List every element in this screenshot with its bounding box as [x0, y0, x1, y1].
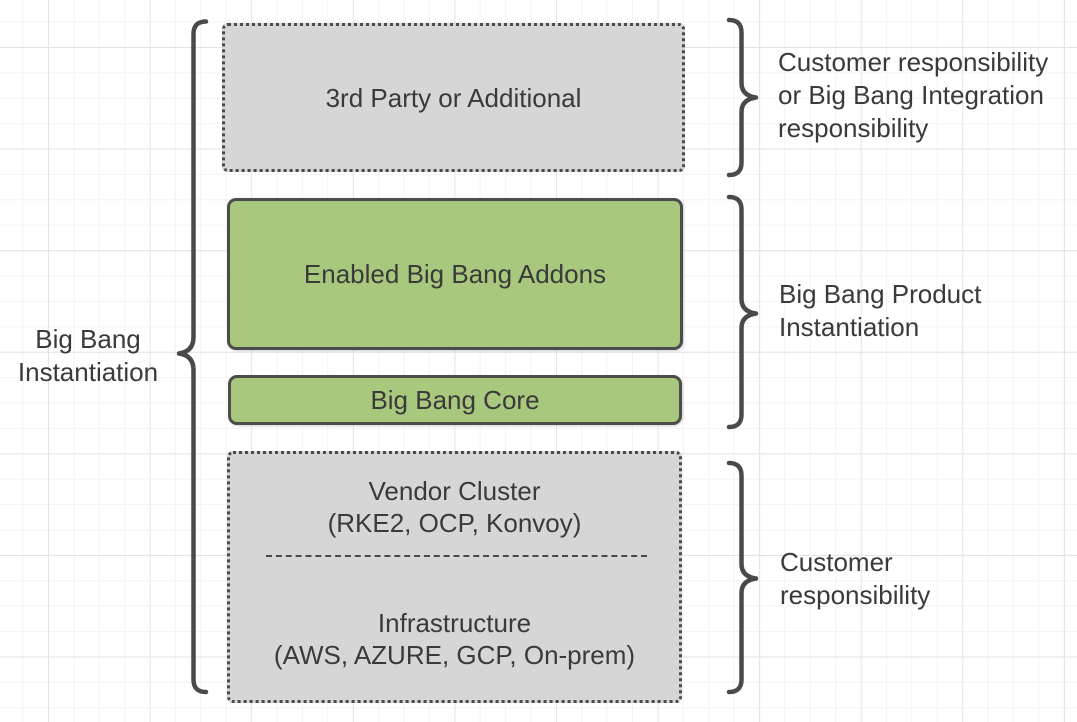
- box-enabled-addons: Enabled Big Bang Addons: [227, 198, 683, 350]
- infrastructure-line: Infrastructure: [377, 608, 532, 638]
- right-label-middle-line: Big Bang Product: [779, 279, 982, 309]
- cluster-infra-divider: [266, 555, 647, 557]
- left-group-label: Big Bang Instantiation: [8, 323, 168, 389]
- right-label-product-instantiation: Big Bang Product Instantiation: [779, 278, 981, 344]
- right-label-top-line: or Big Bang Integration: [778, 80, 1044, 110]
- vendor-cluster-line: Vendor Cluster: [368, 476, 541, 506]
- right-label-customer-or-integration: Customer responsibility or Big Bang Inte…: [778, 46, 1048, 145]
- left-group-label-line: Big Bang: [35, 324, 141, 354]
- right-label-bottom-line: responsibility: [780, 580, 931, 610]
- right-label-middle-line: Instantiation: [779, 312, 920, 342]
- infrastructure-label: Infrastructure (AWS, AZURE, GCP, On-prem…: [230, 607, 679, 671]
- box-third-party-label: 3rd Party or Additional: [325, 82, 582, 113]
- vendor-cluster-label: Vendor Cluster (RKE2, OCP, Konvoy): [230, 475, 679, 539]
- infrastructure-line: (AWS, AZURE, GCP, On-prem): [273, 640, 636, 670]
- box-big-bang-core: Big Bang Core: [228, 375, 682, 425]
- right-label-bottom-line: Customer: [780, 547, 893, 577]
- right-label-top-line: Customer responsibility: [778, 47, 1049, 77]
- right-brace-bottom: [726, 460, 759, 695]
- right-label-customer-responsibility: Customer responsibility: [780, 546, 930, 612]
- box-enabled-addons-label: Enabled Big Bang Addons: [303, 259, 607, 289]
- right-brace-middle: [726, 194, 759, 430]
- box-third-party: 3rd Party or Additional: [222, 23, 685, 172]
- right-label-top-line: responsibility: [778, 113, 929, 143]
- left-group-label-line: Instantiation: [17, 357, 159, 387]
- right-brace-top: [726, 17, 759, 178]
- left-brace: [176, 19, 209, 695]
- box-big-bang-core-label: Big Bang Core: [370, 385, 540, 415]
- vendor-cluster-line: (RKE2, OCP, Konvoy): [327, 508, 582, 538]
- box-cluster-infrastructure: Vendor Cluster (RKE2, OCP, Konvoy) Infra…: [227, 451, 682, 703]
